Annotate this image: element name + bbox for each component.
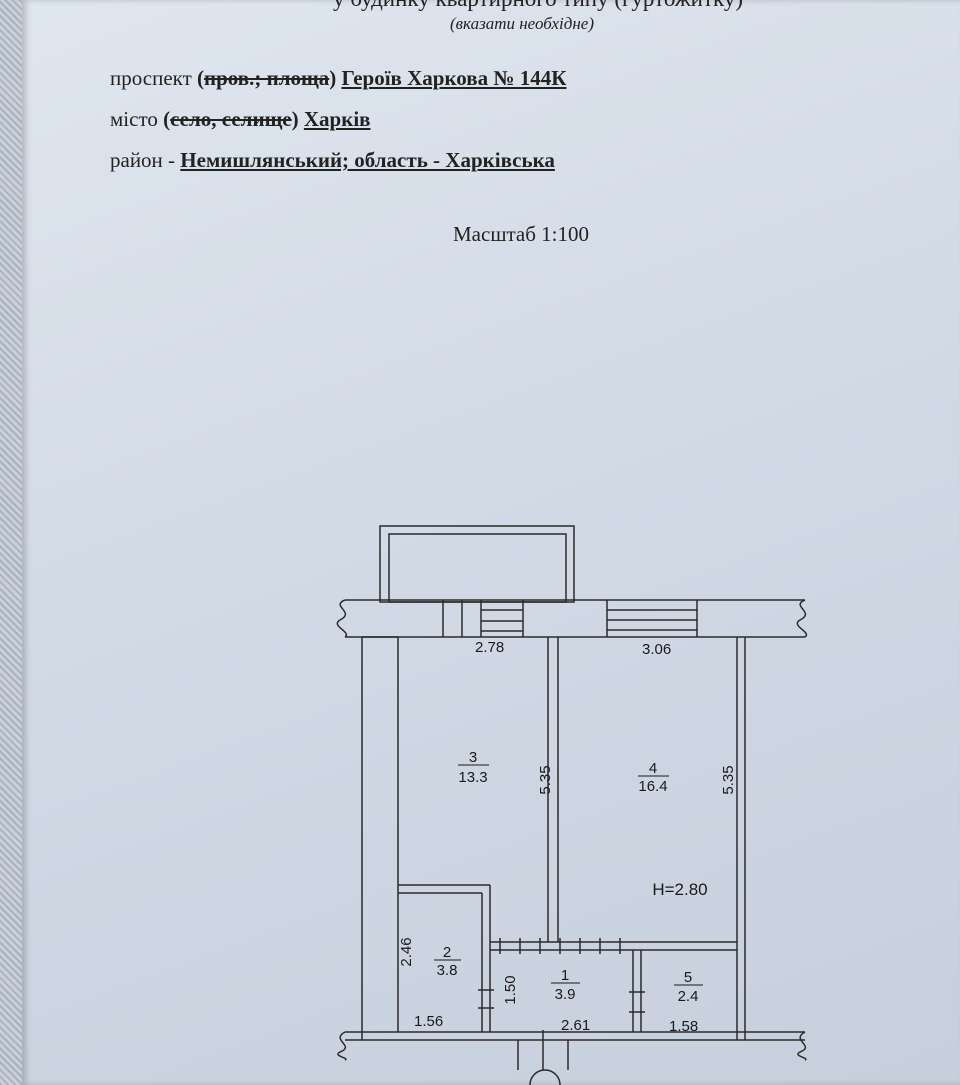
room4-area: 16.4 [638, 778, 667, 795]
scale-label: Масштаб 1:100 [453, 222, 590, 246]
room5-door-marks [629, 991, 645, 1013]
street-line: проспект (пров.; площа) Героїв Харкова №… [110, 66, 566, 91]
city-close-paren: ) [291, 107, 299, 131]
stamp-edge [529, 1069, 561, 1085]
district-line: район - Немишлянський; область - Харківс… [110, 148, 555, 173]
wall-break-bottom-right [797, 1031, 807, 1061]
window-room-3 [481, 600, 524, 637]
room2-area: 3.8 [437, 962, 458, 979]
heading-note: (вказати необхідне) [450, 14, 594, 33]
document-heading-cut: у будинку квартирного типу (гуртожитку) [258, 0, 818, 12]
city-open-paren: ( [163, 107, 171, 131]
room1-number: 1 [561, 967, 569, 984]
room5-area: 2.4 [678, 988, 699, 1005]
city-value: Харків [303, 107, 371, 131]
dim-room2-width: 1.56 [414, 1013, 443, 1030]
dim-room1-height: 1.50 [502, 975, 519, 1004]
dim-room3-length: 5.35 [537, 765, 554, 794]
district-value: Немишлянський; область - Харківська [180, 148, 555, 172]
ceiling-height-label: H=2.80 [652, 880, 707, 899]
binding-edge [0, 0, 22, 1085]
document-page [22, 0, 960, 1085]
city-line: місто (село, селище) Харків [110, 107, 371, 132]
balcony-door [442, 600, 482, 637]
wall-break-bottom-left [337, 1031, 347, 1061]
wall-break-top-right [796, 599, 808, 638]
window-room-4 [606, 600, 698, 637]
city-struck-options: село, селище [170, 107, 292, 131]
bathroom-door-marks [478, 989, 494, 1009]
room3-area: 13.3 [458, 769, 487, 786]
room5-number: 5 [684, 969, 692, 986]
dim-room2-height: 2.46 [398, 937, 415, 966]
room4-number: 4 [649, 760, 657, 777]
room3-number: 3 [469, 749, 477, 766]
partition-1-5 [632, 950, 642, 1032]
entrance-door [517, 1030, 569, 1070]
bottom-wall [345, 1031, 805, 1041]
dim-room4-length: 5.35 [720, 765, 737, 794]
right-wall [736, 637, 746, 1040]
partition-3-4 [547, 637, 559, 942]
street-close-paren: ) [329, 66, 337, 90]
left-wall [361, 637, 399, 1040]
balcony-inner-outline [388, 533, 567, 603]
wall-break-top-left [336, 599, 348, 638]
bathroom-walls [398, 884, 491, 1032]
city-type: місто [110, 107, 158, 131]
dim-room4-width: 3.06 [642, 641, 671, 658]
partition-corridor [490, 941, 737, 951]
balcony-outline [379, 525, 575, 603]
street-type: проспект [110, 66, 192, 90]
room1-area: 3.9 [555, 986, 576, 1003]
dim-room1-width: 2.61 [561, 1017, 590, 1034]
dim-room5-width: 1.58 [669, 1018, 698, 1035]
street-value: Героїв Харкова № 144К [341, 66, 567, 90]
street-open-paren: ( [197, 66, 204, 90]
top-wall [345, 599, 805, 638]
dim-room3-width: 2.78 [475, 639, 504, 656]
room2-number: 2 [443, 944, 451, 961]
district-label: район - [110, 148, 176, 172]
street-struck-options: пров.; площа [204, 66, 330, 90]
